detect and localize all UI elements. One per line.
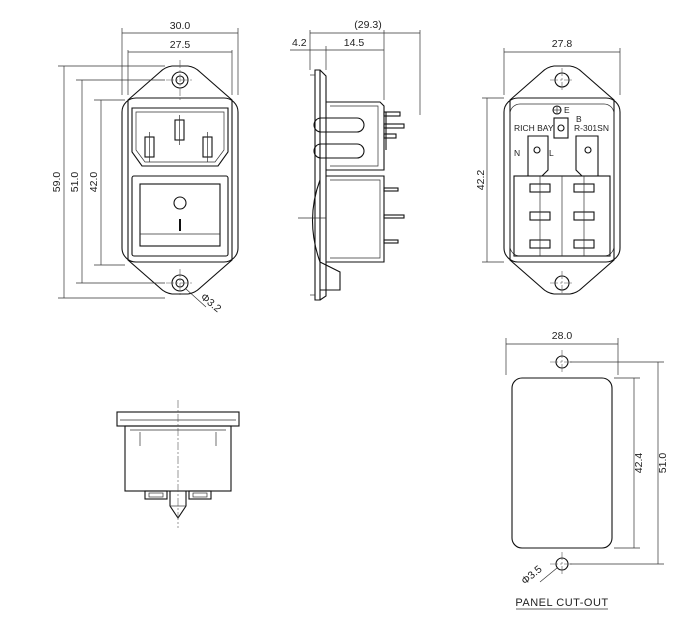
dim-rear-height: 42.2: [475, 170, 487, 191]
panel-cutout-title: PANEL CUT-OUT: [515, 597, 608, 609]
dim-front-height-panel: 42.0: [88, 172, 100, 193]
dim-cutout-height-inner: 42.4: [633, 453, 645, 474]
dim-rear-width: 27.8: [552, 38, 573, 50]
dim-cutout-height-outer: 51.0: [657, 453, 669, 474]
label-b: B: [576, 114, 582, 124]
dim-front-inner-width: 27.5: [170, 39, 191, 51]
panel-cutout-view: 28.0 42.4 51.0 Φ3.5 PANEL CUT-OUT: [505, 330, 669, 610]
label-live: L: [549, 148, 554, 158]
dim-side-flange: 4.2: [292, 37, 307, 49]
dim-hole-front: Φ3.2: [198, 291, 223, 315]
dim-front-height-overall: 59.0: [51, 172, 63, 193]
label-earth: E: [564, 105, 570, 115]
dim-side-depth: 14.5: [344, 37, 365, 49]
front-view: 30.0 27.5 59.0 51.0 42.0 Φ3.2: [51, 20, 239, 315]
switch-off-symbol: [173, 196, 187, 210]
label-neutral: N: [514, 148, 520, 158]
bottom-view: [116, 400, 240, 528]
dim-front-height-body: 51.0: [69, 172, 81, 193]
dim-cutout-hole: Φ3.5: [519, 563, 544, 587]
rear-view: E B RICH BAY R-301SN N L 27.8 42.2: [475, 38, 621, 295]
label-brand: RICH BAY: [514, 123, 554, 133]
label-model: R-301SN: [574, 123, 609, 133]
side-view: (29.3) 4.2 14.5: [290, 19, 421, 301]
dim-cutout-width: 28.0: [552, 330, 573, 342]
dim-side-total: (29.3): [354, 19, 381, 31]
dim-front-overall-width: 30.0: [170, 20, 191, 32]
